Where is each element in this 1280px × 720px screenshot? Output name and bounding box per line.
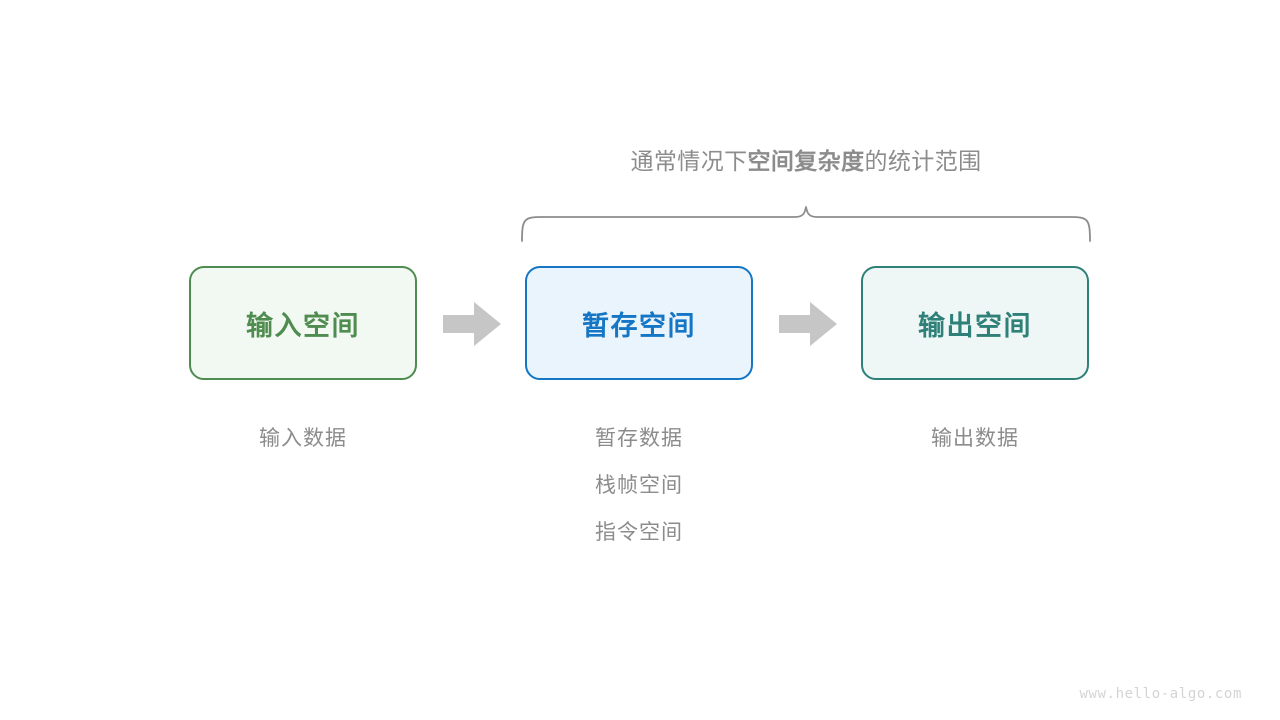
caption-line: 栈帧空间 (595, 474, 683, 497)
watermark: www.hello-algo.com (1079, 686, 1242, 702)
brace-caption: 通常情况下空间复杂度的统计范围 (506, 144, 1106, 178)
box-output-space[interactable]: 输出空间 (861, 266, 1089, 380)
caption-line: 输入数据 (259, 427, 347, 450)
box-input-space[interactable]: 输入空间 (189, 266, 417, 380)
arrow-right-icon-input-to-temp (443, 302, 501, 346)
box-temp-space[interactable]: 暂存空间 (525, 266, 753, 380)
brace-caption-prefix: 通常情况下 (630, 148, 748, 174)
brace-caption-suffix: 的统计范围 (864, 148, 982, 174)
brace-caption-emphasis: 空间复杂度 (747, 148, 865, 174)
box-input-space-label: 输入空间 (246, 310, 360, 341)
caption-input-space: 输入数据 (189, 415, 417, 462)
caption-line: 暂存数据 (595, 427, 683, 450)
arrow-right-icon-temp-to-output (779, 302, 837, 346)
caption-line: 指令空间 (595, 521, 683, 544)
caption-output-space: 输出数据 (861, 415, 1089, 462)
box-output-space-label: 输出空间 (918, 310, 1032, 341)
caption-temp-space: 暂存数据 栈帧空间 指令空间 (525, 415, 753, 556)
curly-brace-icon (521, 206, 1091, 242)
box-temp-space-label: 暂存空间 (582, 310, 696, 341)
caption-line: 输出数据 (931, 427, 1019, 450)
